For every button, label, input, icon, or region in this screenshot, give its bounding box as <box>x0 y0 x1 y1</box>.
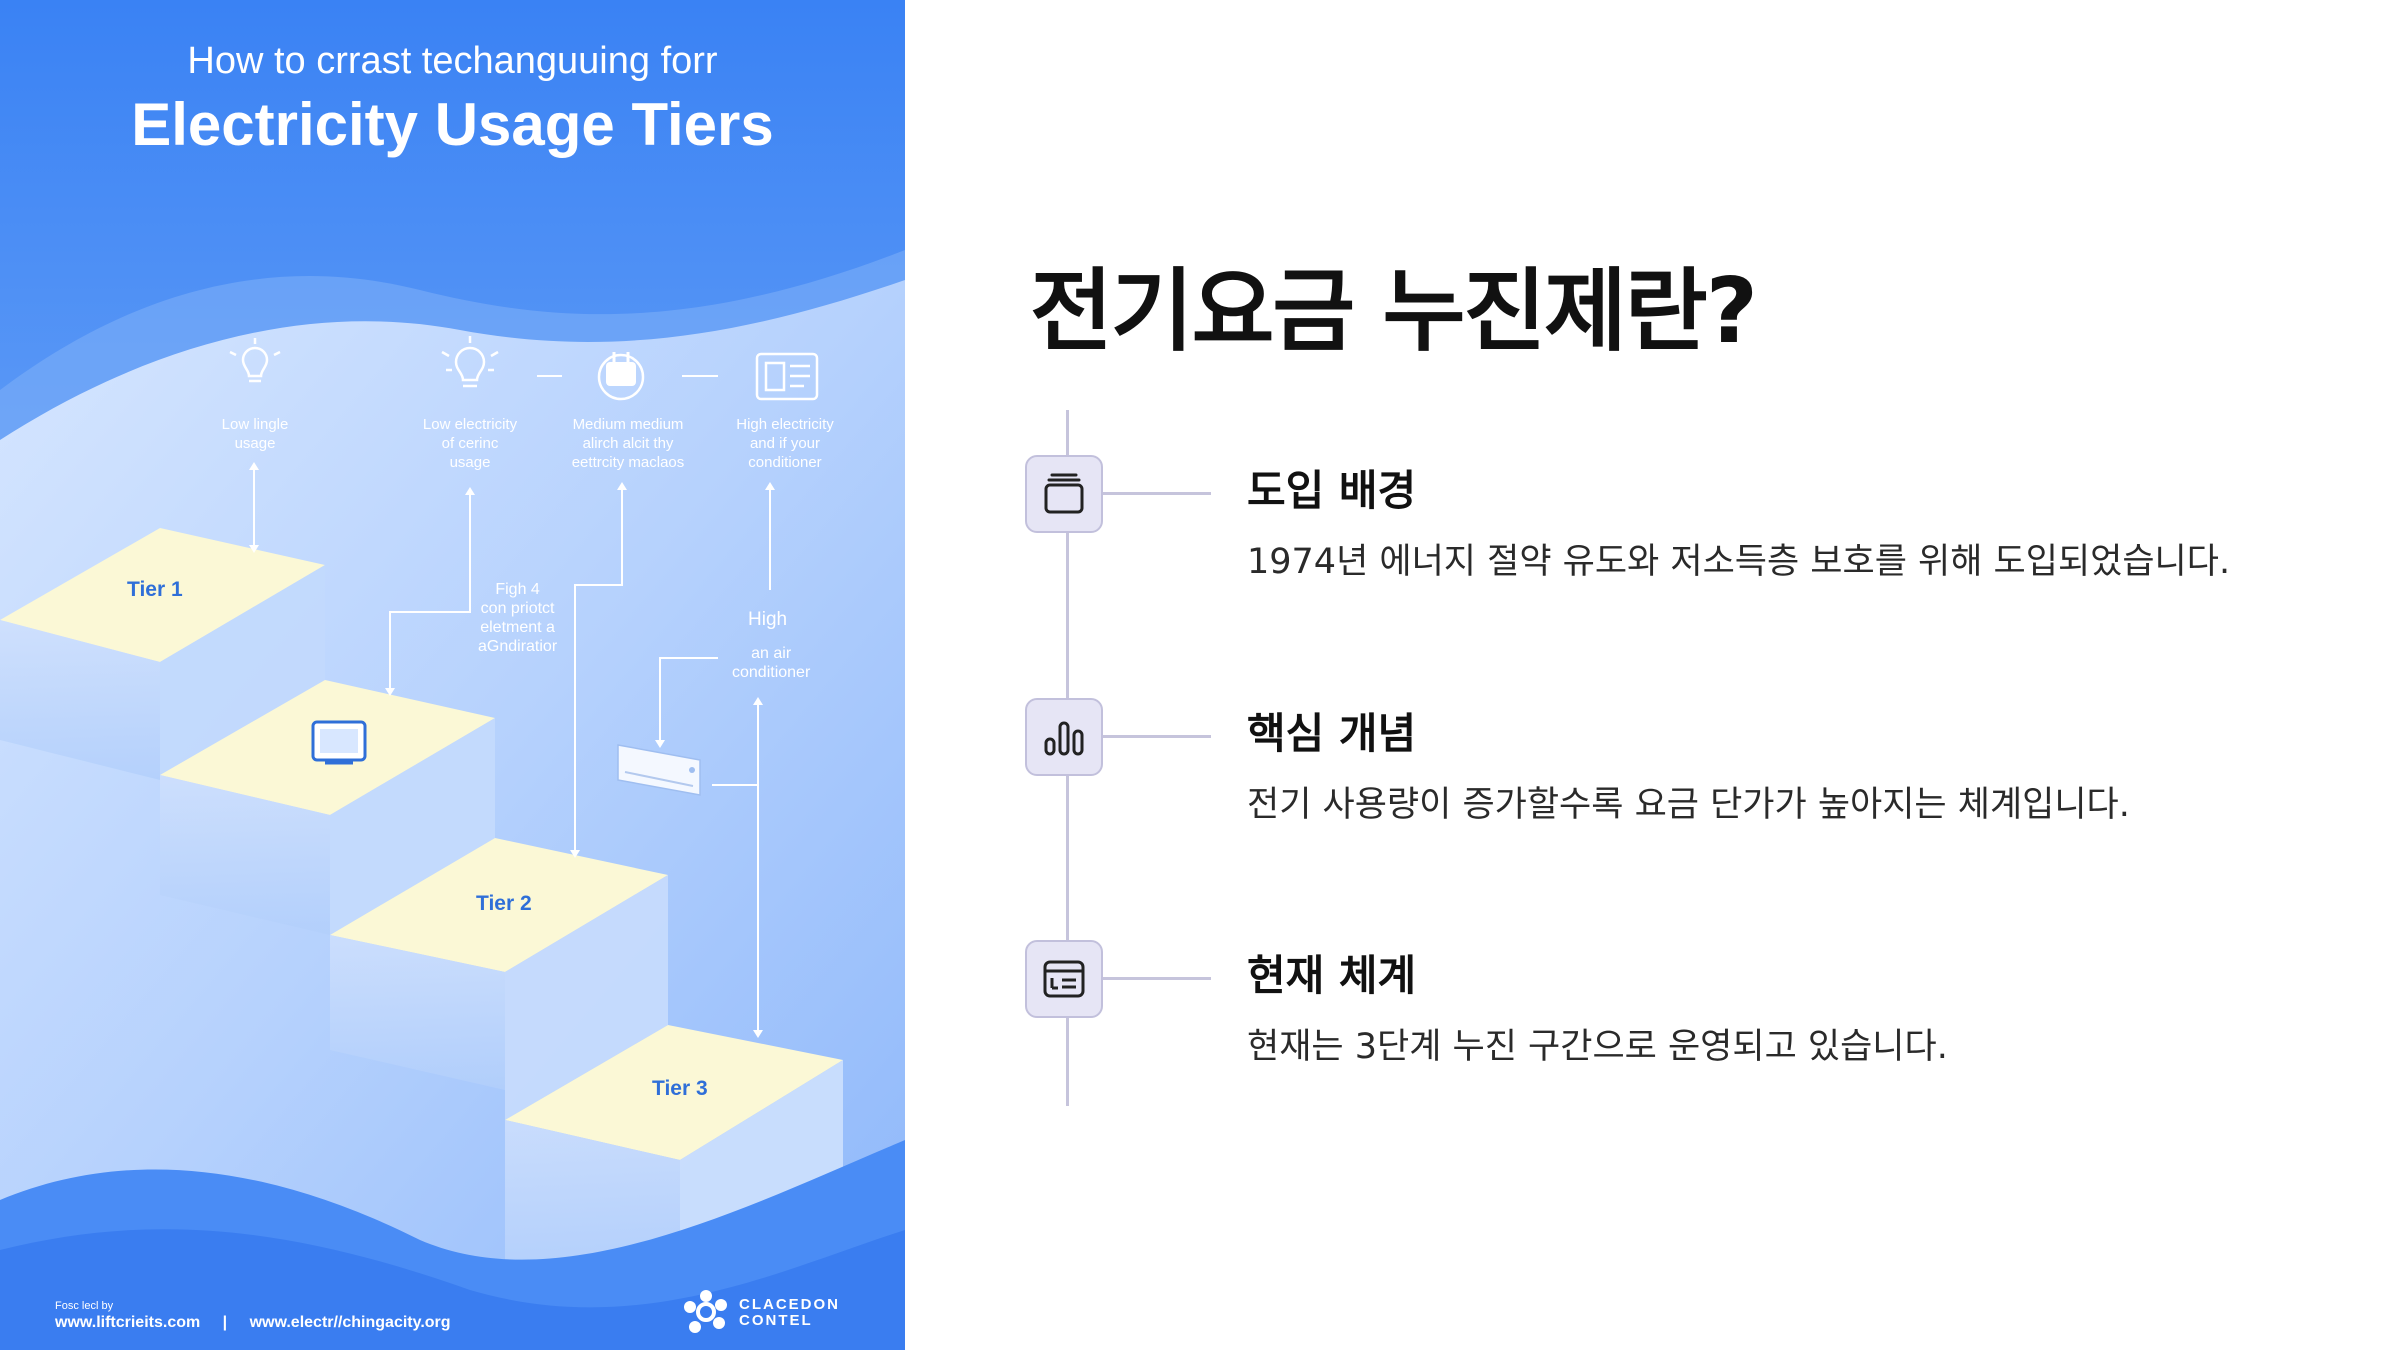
brand-logo: CLACEDON CONTEL <box>683 1290 843 1334</box>
timeline-heading: 도입 배경 <box>1247 466 1417 515</box>
control-panel-icon <box>755 352 819 401</box>
infographic-kicker: How to crrast techanguuing forr <box>187 40 718 82</box>
tier-2-label: Tier 2 <box>476 892 532 915</box>
timeline-connector <box>1103 735 1211 738</box>
brand-mark-icon <box>684 1290 727 1333</box>
usage-label-4: High electricity and if your conditioner <box>736 416 834 471</box>
tier-2-step <box>330 838 668 972</box>
brand-name-line-1: CLACEDON <box>739 1296 840 1313</box>
timeline-item-concept: 핵심 개념 전기 사용량이 증가할수록 요금 단가가 높아지는 체계입니다. <box>1025 698 2325 838</box>
appliance-icon <box>597 352 645 401</box>
billing-window-icon <box>1025 940 1103 1018</box>
footer-separator: | <box>222 1314 228 1331</box>
usage-label-3: Medium medium alirch alcit thy eettrcity… <box>571 416 685 471</box>
page-title: 전기요금 누진제란? <box>1030 259 1758 364</box>
timeline-description: 전기 사용량이 증가할수록 요금 단가가 높아지는 체계입니다. <box>1247 785 2130 825</box>
footer-credit: Fosc lecl by <box>55 1300 114 1312</box>
monitor-icon <box>311 720 367 765</box>
usage-label-1: Low lingle usage <box>221 416 289 452</box>
footer-link-2[interactable]: www.electr//chingacity.org <box>249 1314 451 1331</box>
timeline-description: 현재는 3단계 누진 구간으로 운영되고 있습니다. <box>1247 1027 1948 1067</box>
right-note-body: an air conditioner <box>732 645 811 681</box>
usage-label-2: Low electricity of cerinc usage <box>422 416 518 471</box>
timeline-connector <box>1103 977 1211 980</box>
timeline-item-current: 현재 체계 현재는 3단계 누진 구간으로 운영되고 있습니다. <box>1025 940 2325 1080</box>
electricity-tiers-infographic: How to crrast techanguuing forr Electric… <box>0 0 905 1350</box>
stack-card-icon <box>1025 455 1103 533</box>
infographic-title: Electricity Usage Tiers <box>131 91 774 158</box>
tier-1-step <box>0 528 325 662</box>
timeline-item-background: 도입 배경 1974년 에너지 절약 유도와 저소득층 보호를 위해 도입되었습… <box>1025 455 2325 595</box>
bar-chart-icon <box>1025 698 1103 776</box>
timeline-heading: 핵심 개념 <box>1247 709 1417 758</box>
tier-3-step <box>505 1025 843 1160</box>
timeline-description: 1974년 에너지 절약 유도와 저소득층 보호를 위해 도입되었습니다. <box>1247 542 2231 582</box>
right-note-title: High <box>748 609 788 630</box>
infographic-artwork <box>0 0 905 1350</box>
air-conditioner-icon <box>617 744 701 796</box>
tier-3-label: Tier 3 <box>652 1077 708 1100</box>
middle-note: Figh 4 con priotct eletment a aGndiratio… <box>478 581 558 655</box>
timeline-connector <box>1103 492 1211 495</box>
timeline-heading: 현재 체계 <box>1247 951 1417 1000</box>
lightbulb-icon <box>229 338 281 383</box>
bulb-glow-icon <box>441 336 499 388</box>
footer-link-1[interactable]: www.liftcrieits.com <box>55 1314 201 1331</box>
tier-1-label: Tier 1 <box>127 578 183 601</box>
infographic-footer: Fosc lecl by www.liftcrieits.com | www.e… <box>55 1300 451 1332</box>
brand-name-line-2: CONTEL <box>739 1312 813 1329</box>
